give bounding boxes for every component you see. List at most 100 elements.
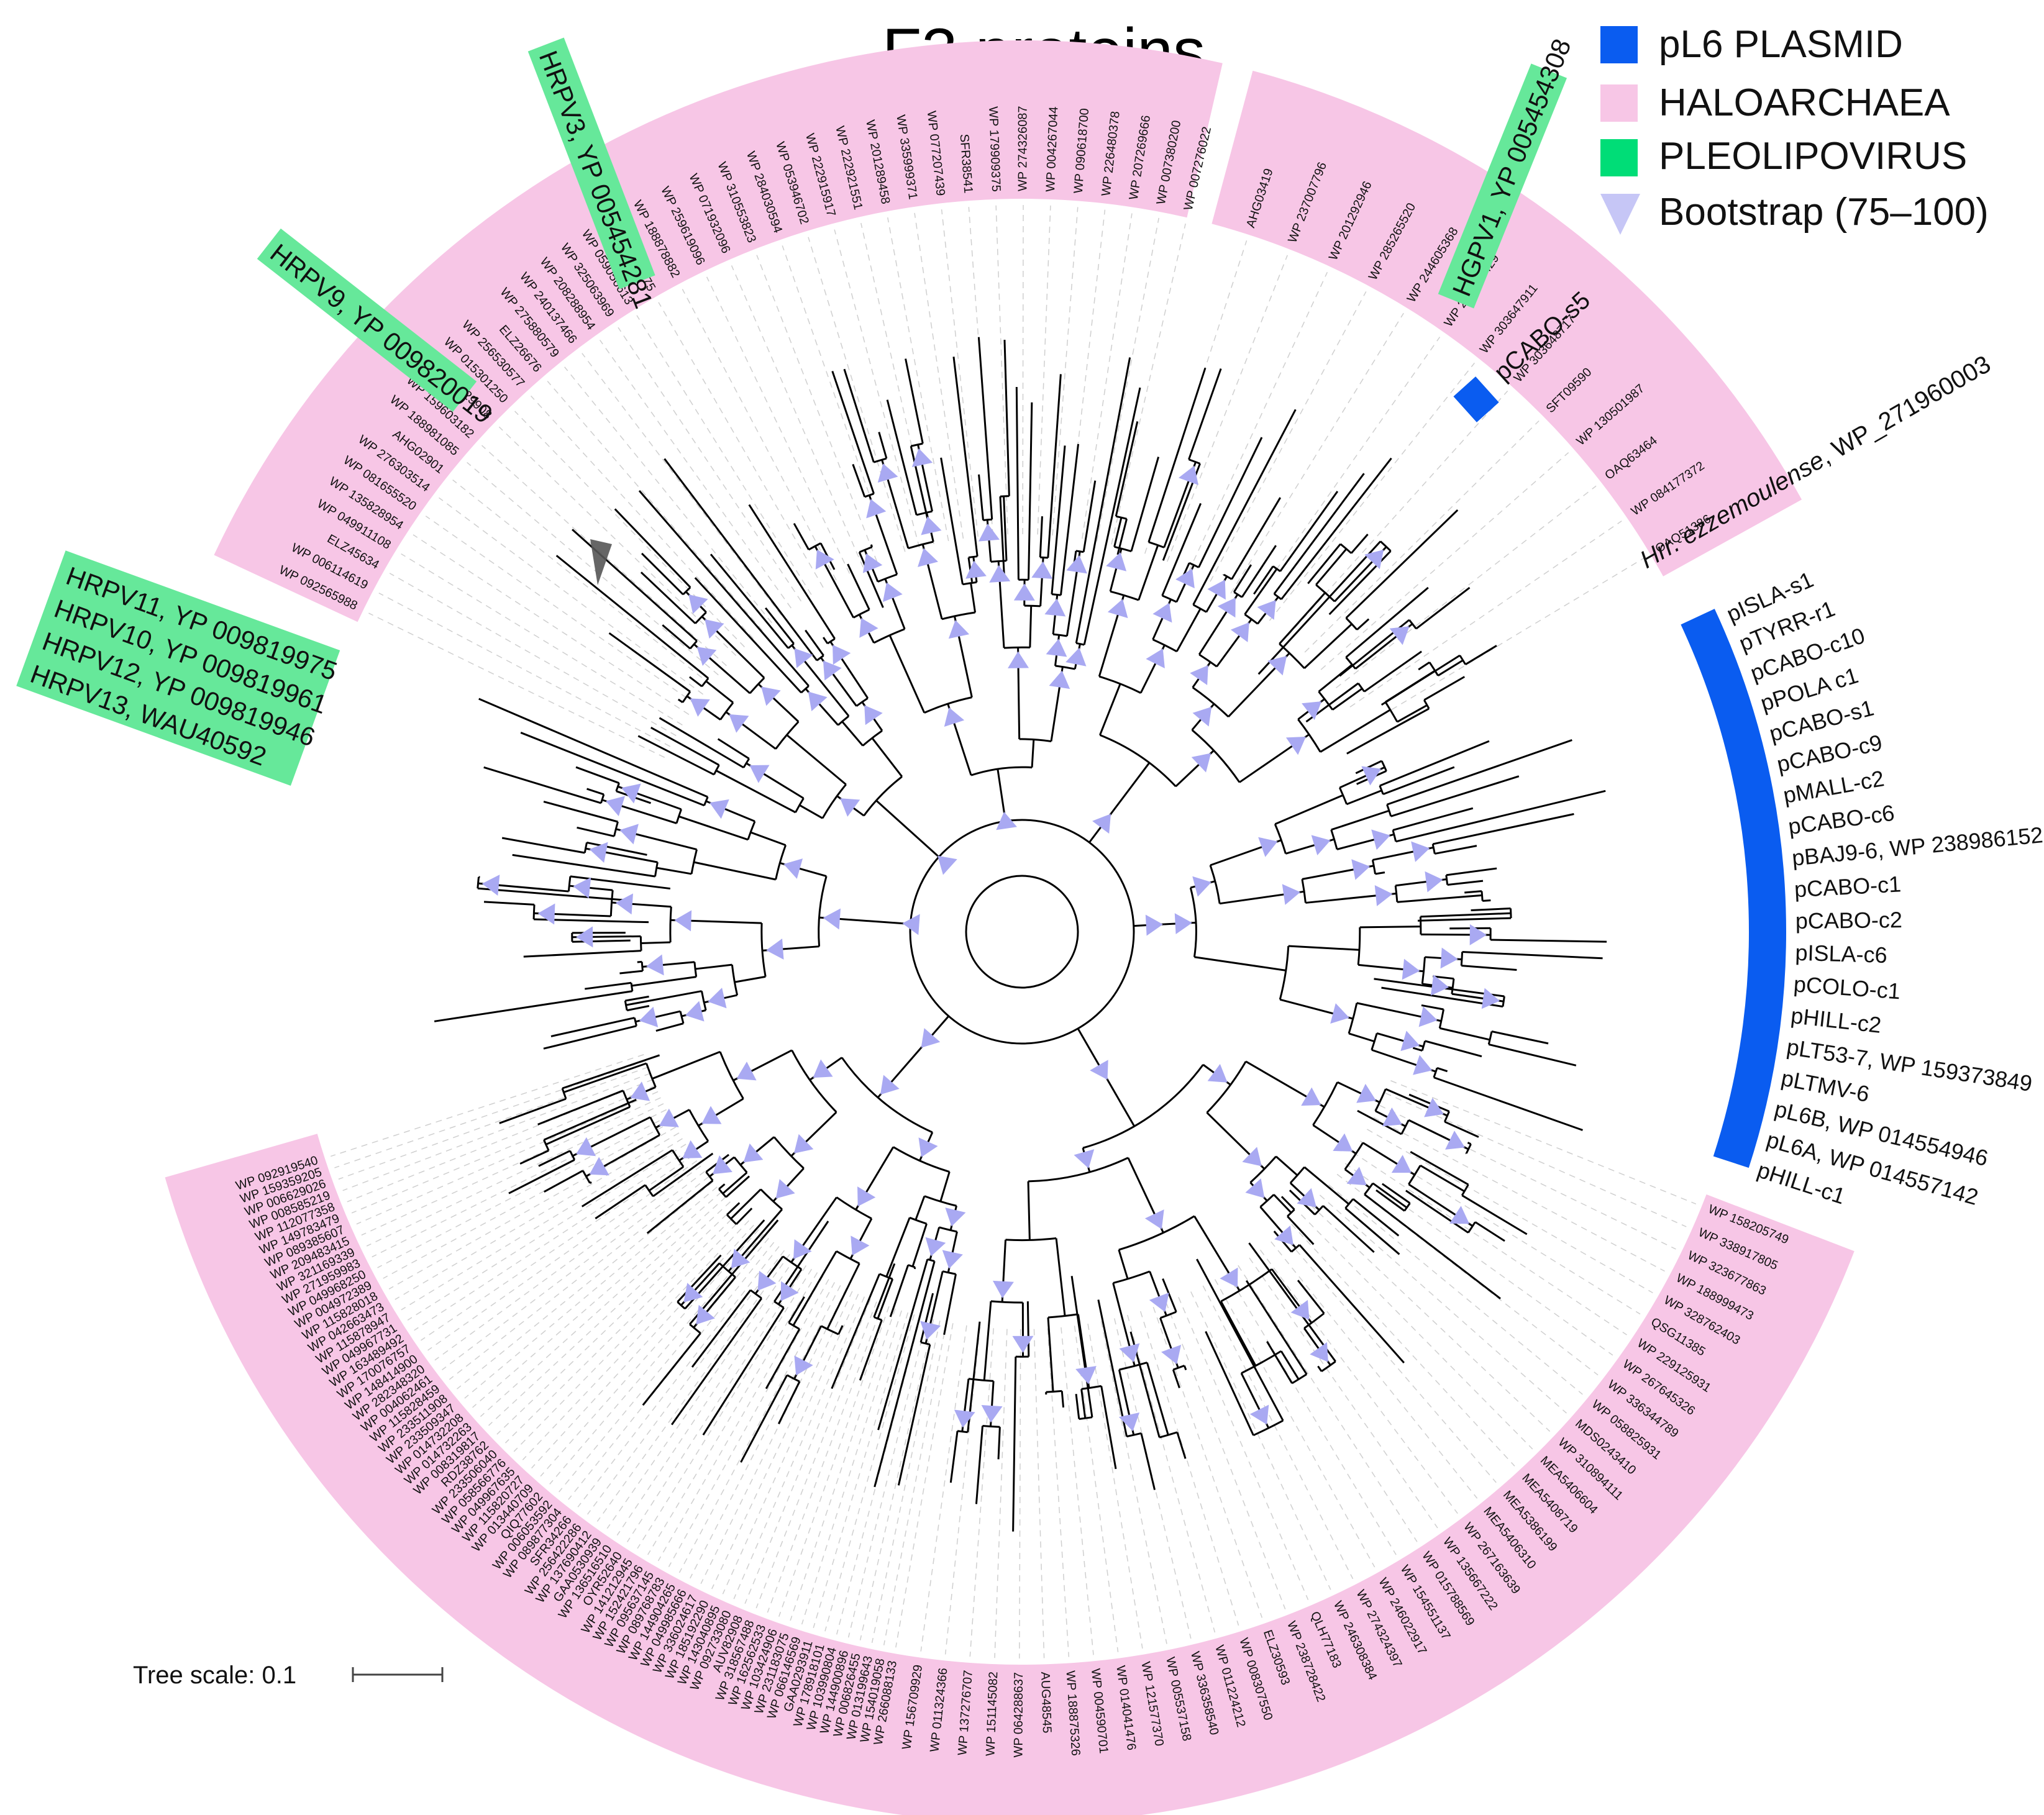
leaf-guide-line [647,1272,818,1555]
tree-branch [1183,1365,1187,1371]
bootstrap-marker [911,448,933,467]
tree-branch [543,1099,637,1141]
bootstrap-marker [920,1321,941,1340]
tree-branch [889,1265,910,1317]
tree-branch [1465,645,1497,665]
tree-branch [736,1208,753,1225]
tree-branch [1502,996,1505,1007]
tree-branch [1461,965,1517,971]
leaf-guide-line [618,327,802,602]
leaf-guide-line [414,1149,690,1331]
leaf-guide-line [377,1115,670,1268]
bootstrap-marker [1297,1188,1316,1208]
tree-branch [788,1322,800,1330]
tree-branch [1418,661,1430,671]
leaf-guide-line [678,1282,835,1573]
haloarchaea-ring-segment [165,1134,1855,1815]
tree-branch [1161,503,1202,596]
tree-branch [997,1427,1001,1460]
tree-branch [1482,899,1491,902]
bootstrap-marker [1144,1209,1164,1229]
tree-branch [1279,592,1326,645]
leaf-guide-line [755,1301,877,1609]
bootstrap-marker [1418,1006,1438,1027]
tree-scale: Tree scale: 0.1 [133,1662,444,1689]
hrr-accession: , WP_271960003 [1815,350,1996,470]
tree-branch [1464,890,1482,894]
leaf-guide-line [1271,1241,1478,1499]
bootstrap-marker [1364,549,1384,570]
bootstrap-marker [761,686,781,706]
tree-branch [1287,1216,1315,1245]
tree-branch [905,358,924,444]
bootstrap-marker [630,1081,650,1101]
tree-branch [1444,1121,1479,1138]
bootstrap-marker [1161,1345,1182,1365]
tree-branch [1244,568,1278,616]
bootstrap-marker [1012,1335,1034,1353]
leaf-guide-line [895,1323,954,1648]
bootstrap-marker [992,1280,1014,1298]
tree-branch [1307,543,1341,585]
tree-branch [852,463,866,498]
bootstrap-marker [981,1405,1003,1423]
tree-branch [1047,374,1062,558]
tree-branch [1297,1280,1325,1314]
tree-branch [595,1184,646,1219]
tree-branch [765,1328,801,1390]
tree-branch [1113,1270,1151,1285]
tree-branch [478,698,708,798]
tree-branch [1160,1311,1177,1319]
bootstrap-marker [864,705,883,726]
tree-branch [1005,1237,1057,1242]
leaf-guide-line [1067,209,1106,537]
tree-branch [1408,1093,1450,1112]
leaf-guide-line [859,1319,934,1640]
leaf-guide-line [1230,312,1404,594]
bootstrap-marker [1230,622,1249,642]
tree-branch [652,1152,714,1198]
tree-branch [1376,1189,1405,1212]
bootstrap-marker [1411,841,1430,862]
tree-branch [1055,665,1075,670]
leaf-guide-line [439,497,704,695]
tree-branch [543,801,618,823]
tree-branch [831,370,875,494]
tree-branch [1352,1198,1400,1237]
bootstrap-marker [1391,1155,1412,1173]
tree-branch [655,1022,684,1032]
tree-branch [689,1219,779,1325]
leaf-guide-line [452,479,711,685]
tree-branch [970,766,1033,776]
leaf-guide-line [496,1206,736,1435]
tree-branch [650,727,720,766]
tree-branch [1051,445,1066,594]
bootstrap-marker [573,877,591,899]
leaf-guide-line [401,1138,683,1311]
tree-branch [943,1273,957,1335]
tree-branch [1147,367,1207,543]
tree-branch [1097,1299,1128,1437]
tree-branch [1083,387,1141,645]
tree-branch [1487,1031,1493,1045]
tree-branch [483,901,535,906]
leaf-guide-line [457,1181,713,1390]
leaf-guide-line [587,1250,785,1515]
leaf-guide-line [682,289,837,581]
tree-branch [608,632,691,693]
tree-branch [870,544,874,548]
leaf-guide-line [531,1224,754,1469]
leaf-guide-line [767,1304,883,1613]
tree-branch [877,573,898,583]
tree-branch [831,1273,881,1390]
tree-branch [873,1263,896,1318]
tree-branch [570,875,671,890]
tree-branch [939,1171,951,1202]
bootstrap-marker [701,1106,722,1124]
bootstrap-marker [1146,648,1165,668]
tree-branch [1392,807,1474,831]
leaf-guide-line [480,1196,726,1417]
bootstrap-marker [674,910,692,932]
legend-swatch-bootstrap [1600,194,1640,235]
bootstrap-marker [1330,1003,1349,1024]
